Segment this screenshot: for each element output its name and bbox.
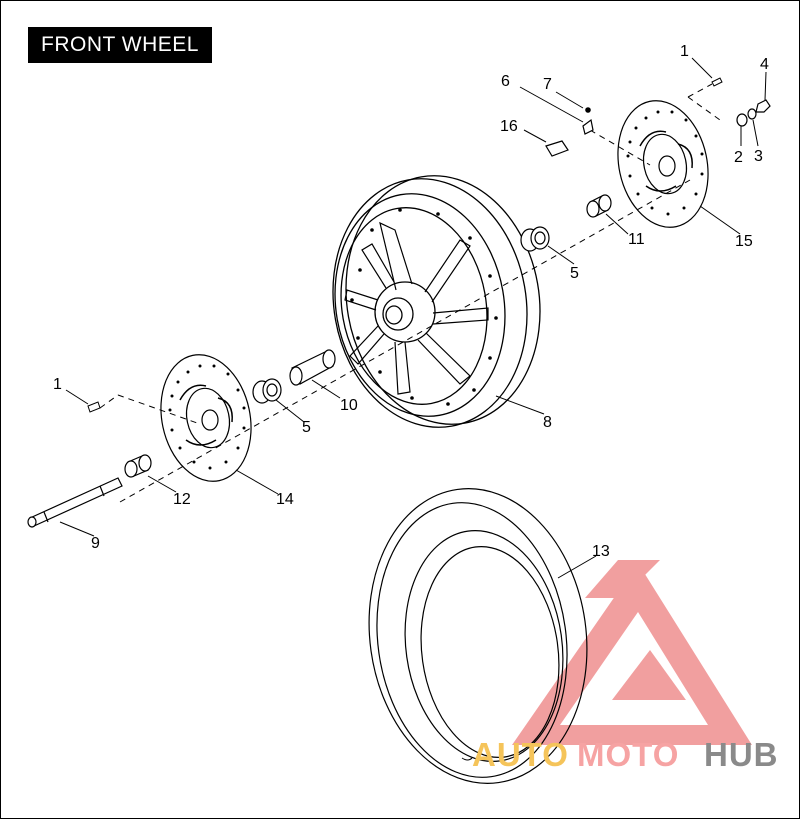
callout-9: 9: [91, 535, 100, 552]
callouts: 1 4 6 7 16 2 3 11 15 5 1 10 5 8 12 14 9 …: [53, 43, 769, 560]
callout-13: 13: [592, 543, 610, 560]
callout-5-left: 5: [302, 419, 311, 436]
bearing-right: [520, 226, 550, 252]
callout-10: 10: [340, 397, 358, 414]
callout-1-left: 1: [53, 376, 62, 393]
watermark-hub: HUB: [704, 736, 779, 773]
callout-2: 2: [734, 149, 743, 166]
watermark-moto: MOTO: [577, 736, 679, 773]
callout-15: 15: [735, 233, 753, 250]
axle: [27, 477, 123, 528]
brake-disc-left: [160, 354, 252, 482]
watermark-logo: [512, 560, 752, 745]
callout-12: 12: [173, 491, 191, 508]
spacer-right: [586, 194, 612, 218]
nut-and-washer: [736, 99, 771, 127]
callout-11: 11: [628, 231, 645, 248]
callout-7: 7: [543, 76, 552, 93]
callout-16: 16: [500, 118, 518, 135]
spacer-left: [124, 454, 152, 478]
callout-1-top: 1: [680, 43, 689, 60]
tire: [368, 488, 588, 784]
watermark-text: AUTO MOTO HUB: [472, 736, 779, 773]
callout-3: 3: [754, 148, 763, 165]
callout-4: 4: [760, 56, 769, 73]
wheel-rim: [332, 175, 541, 428]
valve-stem: [582, 107, 594, 135]
assembly-axis: [99, 83, 721, 503]
brake-disc-right: [617, 100, 709, 228]
leader-lines: [59, 57, 767, 579]
callout-8: 8: [543, 414, 552, 431]
callout-14: 14: [276, 491, 294, 508]
callout-6: 6: [501, 73, 510, 90]
spacer-center: [289, 349, 336, 386]
diagram-title: FRONT WHEEL: [28, 27, 212, 63]
callout-5-right: 5: [570, 265, 579, 282]
bearing-left: [252, 378, 282, 404]
screws: [87, 77, 723, 413]
weight: [545, 140, 569, 157]
watermark-auto: AUTO: [472, 736, 569, 773]
